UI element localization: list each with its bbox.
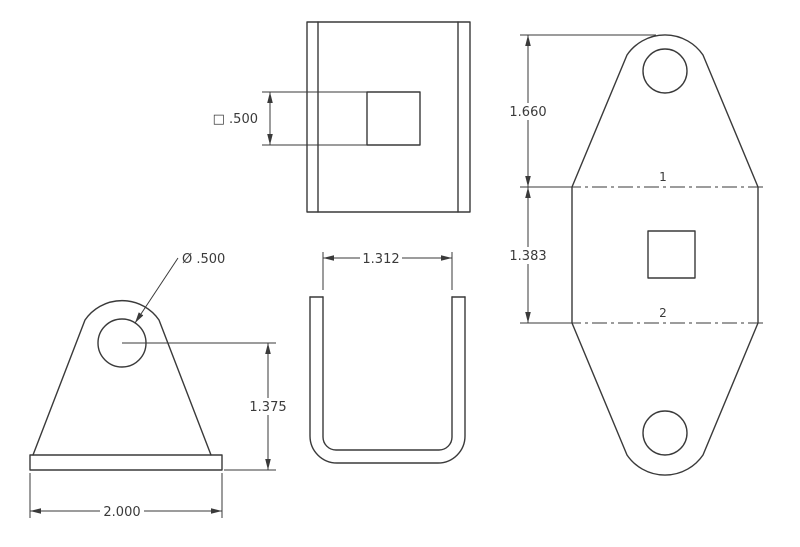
flat-pattern-bottom-hole xyxy=(642,410,688,456)
flat-pattern-outline xyxy=(571,34,759,476)
label-background xyxy=(506,103,550,120)
side-view-base-flange xyxy=(29,454,223,471)
flat-pattern-top-hole xyxy=(642,48,688,94)
hole-diameter-dimension: Ø .500 xyxy=(134,252,225,324)
lower-length-dimension: 1.383 xyxy=(506,187,572,324)
base-width-dimension: 2.000 xyxy=(29,473,223,520)
bend-line-2-label: 2 xyxy=(659,306,667,320)
label-background xyxy=(100,503,144,519)
hole-height-dimension: 1.375 xyxy=(122,342,290,471)
front-view-square-cutout xyxy=(366,91,421,146)
front-view: □ .500 xyxy=(213,21,471,213)
leader-line xyxy=(134,257,179,324)
front-view-outline xyxy=(306,21,471,213)
flat-pattern-square-cutout xyxy=(647,230,696,279)
label-background xyxy=(506,247,550,264)
square-dimension-label: □ .500 xyxy=(213,112,258,127)
side-view-gusset-outline xyxy=(32,299,212,456)
channel-width-label: 1.312 xyxy=(362,252,399,267)
bend-line-1-group: 1 xyxy=(566,170,764,188)
bottom-view: 1.312 xyxy=(309,250,466,464)
label-background xyxy=(360,250,402,266)
label-background xyxy=(246,398,290,415)
square-dimension: □ .500 xyxy=(213,91,367,146)
hole-height-label: 1.375 xyxy=(249,400,286,415)
lower-length-label: 1.383 xyxy=(509,249,546,264)
base-width-label: 2.000 xyxy=(103,505,140,520)
flat-pattern-view: 1 2 1.660 1.383 xyxy=(506,34,764,476)
upper-length-label: 1.660 xyxy=(509,105,546,120)
bend-line-2-group: 2 xyxy=(566,306,764,324)
bend-line-1-label: 1 xyxy=(659,170,667,184)
bottom-view-inner-outline xyxy=(322,296,453,451)
side-view: Ø .500 1.375 2.000 xyxy=(29,252,290,520)
upper-length-dimension: 1.660 xyxy=(506,34,656,188)
hole-diameter-label: Ø .500 xyxy=(182,252,225,267)
bottom-view-outer-outline xyxy=(309,296,466,464)
channel-width-dimension: 1.312 xyxy=(322,250,453,290)
